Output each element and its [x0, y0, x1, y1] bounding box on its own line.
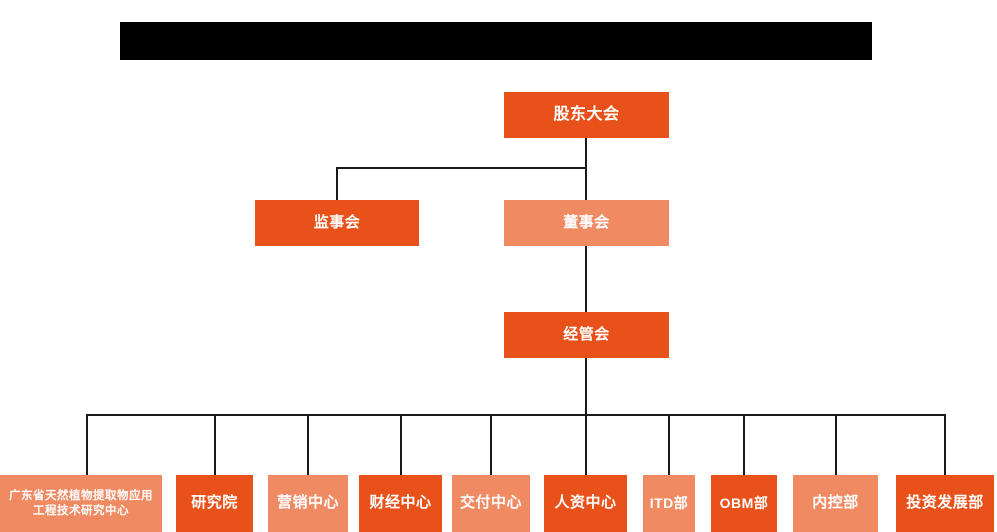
node-guangdong-research-center[interactable]: 广东省天然植物提取物应用工程技术研究中心 — [0, 475, 162, 532]
node-itd-department[interactable]: ITD部 — [643, 475, 695, 532]
node-marketing-center[interactable]: 营销中心 — [268, 475, 348, 532]
connector-drop-delivery-center — [490, 414, 492, 475]
connector-drop-internal-control-department — [835, 414, 837, 475]
connector-directors-to-management — [585, 246, 587, 312]
node-delivery-center[interactable]: 交付中心 — [452, 475, 530, 532]
connector-level4-bus — [86, 414, 944, 416]
connector-drop-itd-department — [668, 414, 670, 475]
node-board-of-supervisors[interactable]: 监事会 — [255, 200, 419, 246]
connector-management-down — [585, 358, 587, 416]
node-research-institute[interactable]: 研究院 — [176, 475, 253, 532]
connector-drop-marketing-center — [307, 414, 309, 475]
connector-drop-finance-center — [400, 414, 402, 475]
node-internal-control-department[interactable]: 内控部 — [793, 475, 878, 532]
node-board-of-directors[interactable]: 董事会 — [504, 200, 669, 246]
connector-drop-research-institute — [214, 414, 216, 475]
connector-drop-hr-center — [585, 414, 587, 475]
node-finance-center[interactable]: 财经中心 — [359, 475, 442, 532]
connector-drop-guangdong-research-center — [86, 414, 88, 475]
connector-shareholders-down — [585, 138, 587, 168]
connector-level2-bus — [336, 167, 587, 169]
node-hr-center[interactable]: 人资中心 — [544, 475, 627, 532]
connector-directors-down — [585, 167, 587, 200]
node-obm-department[interactable]: OBM部 — [711, 475, 777, 532]
redacted-title-bar — [120, 22, 872, 60]
node-investment-development-department[interactable]: 投资发展部 — [896, 475, 994, 532]
connector-drop-investment-development-department — [944, 414, 946, 475]
connector-supervisors-down — [336, 167, 338, 200]
node-management-committee[interactable]: 经管会 — [504, 312, 669, 358]
node-shareholders-meeting[interactable]: 股东大会 — [504, 92, 669, 138]
connector-drop-obm-department — [743, 414, 745, 475]
